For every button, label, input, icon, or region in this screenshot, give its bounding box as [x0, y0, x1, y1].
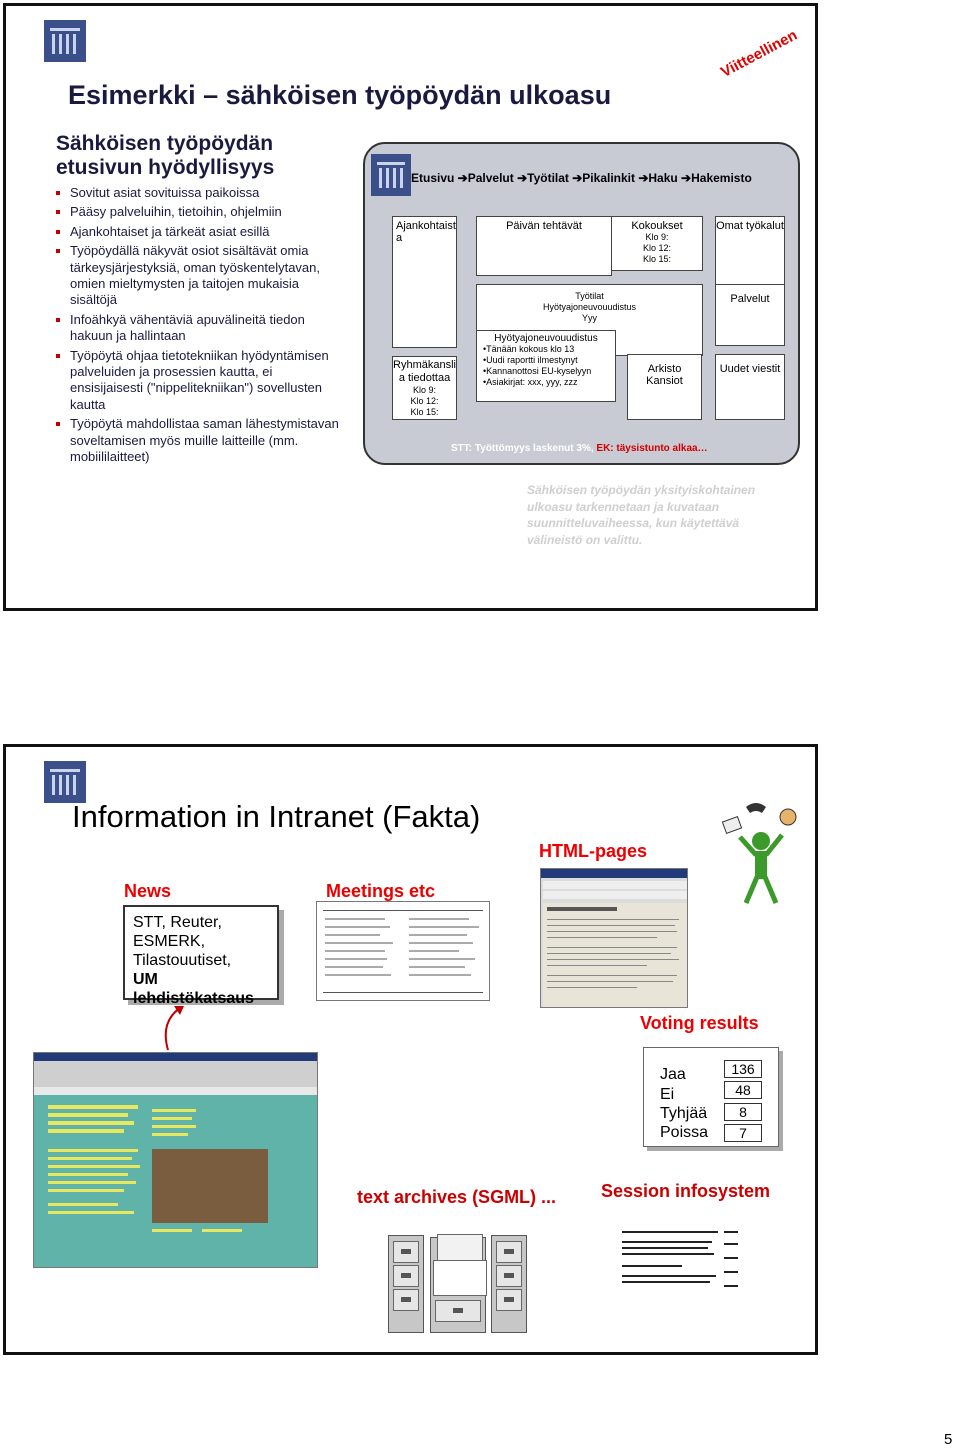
bullet-list: Sovitut asiat sovituissa paikoissa Pääsy… — [56, 185, 346, 469]
paivan-tehtavat-box: Päivän tehtävät — [476, 216, 612, 276]
slide-title: Information in Intranet (Fakta) — [72, 799, 481, 834]
uudet-viestit-box[interactable]: Uudet viestit — [715, 354, 785, 420]
voting-results-label: Voting results — [640, 1013, 759, 1033]
html-pages-label: HTML-pages — [539, 841, 647, 861]
kokoukset-box: Kokoukset Klo 9: Klo 12: Klo 15: — [611, 216, 703, 271]
meetings-document-screenshot — [316, 901, 490, 1001]
bullet-item: Infoähkyä vähentäviä apuvälineitä tiedon… — [56, 312, 346, 345]
slide-1: Esimerkki – sähköisen työpöydän ulkoasu … — [3, 3, 818, 611]
vote-label: Jaa — [660, 1066, 686, 1083]
news-ticker: STT: Työttömyys laskenut 3%, EK: täysist… — [451, 443, 708, 454]
bullet-item: Työpöydällä näkyvät osiot sisältävät omi… — [56, 243, 346, 309]
desktop-mockup: Etusivu ➔Palvelut ➔Työtilat ➔Pikalinkit … — [363, 142, 800, 465]
filing-cabinet-icon — [388, 1235, 424, 1333]
juggler-icon — [721, 803, 797, 904]
footnote: Sähköisen työpöydän yksityiskohtainen ul… — [527, 483, 756, 547]
bullet-item: Työpöytä mahdollistaa saman lähestymista… — [56, 416, 346, 465]
palvelut-box[interactable]: Palvelut — [715, 284, 785, 346]
html-page-screenshot — [540, 868, 688, 1008]
voting-results-panel: Jaa Ei Tyhjää Poissa 136 48 8 7 — [643, 1047, 779, 1147]
arkisto-box[interactable]: Arkisto Kansiot — [627, 354, 702, 420]
filing-cabinet-open-icon — [430, 1234, 487, 1333]
vote-label: Tyhjää — [660, 1105, 708, 1122]
mockup-logo — [371, 154, 411, 196]
vote-count: 136 — [724, 1060, 762, 1078]
news-label: News — [124, 881, 172, 901]
omat-tyokalut-box[interactable]: Omat työkalut — [715, 216, 785, 286]
bullet-item: Työpöytä ohjaa tietotekniikan hyödyntämi… — [56, 348, 346, 414]
vote-label: Ei — [660, 1086, 675, 1103]
ryhmakanslia-box: Ryhmäkansli a tiedottaa Klo 9: Klo 12: K… — [392, 356, 457, 420]
text-archives-label: text archives (SGML) ... — [357, 1187, 557, 1207]
vote-count: 7 — [724, 1124, 762, 1142]
curved-arrow-icon — [164, 1006, 184, 1051]
bullet-item: Pääsy palveluihin, tietoihin, ohjelmiin — [56, 204, 346, 220]
session-info-screenshot — [618, 1227, 744, 1297]
meetings-label: Meetings etc — [326, 881, 436, 901]
session-infosystem-label: Session infosystem — [601, 1181, 771, 1201]
stamp-label: Viitteellinen — [718, 26, 801, 82]
filing-cabinet-icon — [491, 1235, 527, 1333]
slide-2: Information in Intranet (Fakta) HTML-pag… — [3, 744, 818, 1355]
parliament-logo — [44, 761, 86, 803]
ajankohtaista-box: Ajankohtaist a — [392, 216, 457, 348]
intranet-screenshot — [33, 1052, 318, 1268]
subtitle: Sähköisen työpöydän etusivun hyödyllisyy… — [56, 132, 275, 179]
news-sources-box: STT, Reuter, ESMERK, Tilastouutiset, UM … — [123, 905, 279, 1007]
parliament-logo — [44, 20, 86, 62]
vote-label: Poissa — [660, 1124, 709, 1141]
hyotyajoneuvo-box: Hyötyajoneuvouudistus •Tänään kokous klo… — [476, 330, 616, 402]
bullet-item: Sovitut asiat sovituissa paikoissa — [56, 185, 346, 201]
page-number: 5 — [944, 1431, 953, 1448]
bullet-item: Ajankohtaiset ja tärkeät asiat esillä — [56, 224, 346, 240]
vote-count: 48 — [724, 1081, 762, 1099]
nav-bar[interactable]: Etusivu ➔Palvelut ➔Työtilat ➔Pikalinkit … — [411, 171, 752, 185]
slide-title: Esimerkki – sähköisen työpöydän ulkoasu — [68, 80, 612, 110]
vote-count: 8 — [724, 1103, 762, 1121]
